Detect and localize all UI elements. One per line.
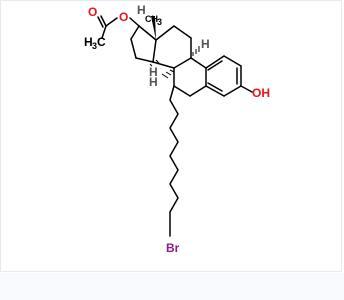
structure-viewer xyxy=(0,0,342,272)
ring-c xyxy=(152,25,192,69)
c13-methyl-sub: 3 xyxy=(157,17,162,27)
c9-hydrogen: H xyxy=(201,37,210,51)
acetyl-methyl-h: H xyxy=(84,35,93,49)
c13-methyl-label: CH xyxy=(145,14,158,24)
molecule-drawing: O O H 3 C H CH 3 H H H OH Br xyxy=(84,3,270,255)
c8-hydrogen: H xyxy=(149,75,158,89)
hydroxyl-label: OH xyxy=(252,86,270,100)
acetyl-methyl-sub: 3 xyxy=(92,41,97,51)
bromononyl-chain xyxy=(169,85,179,237)
viewer-footer xyxy=(0,273,344,300)
ring-a xyxy=(205,55,242,97)
ring-d xyxy=(130,25,157,63)
acetate-group xyxy=(97,15,118,39)
c13-methyl-wedge xyxy=(151,16,156,40)
c8-hash xyxy=(161,69,175,79)
c14-hydrogen: H xyxy=(149,65,158,79)
c14-hash xyxy=(149,59,160,67)
c9-hash xyxy=(192,46,200,56)
ester-bond xyxy=(129,17,140,27)
carbonyl-oxygen: O xyxy=(88,5,97,19)
ester-oxygen: O xyxy=(119,10,128,24)
bromine-label: Br xyxy=(166,241,180,255)
ring-b xyxy=(173,57,207,97)
hydroxyl-bond xyxy=(240,85,253,93)
acetyl-methyl-c: C xyxy=(97,35,106,49)
c17-hydrogen: H xyxy=(137,3,146,17)
